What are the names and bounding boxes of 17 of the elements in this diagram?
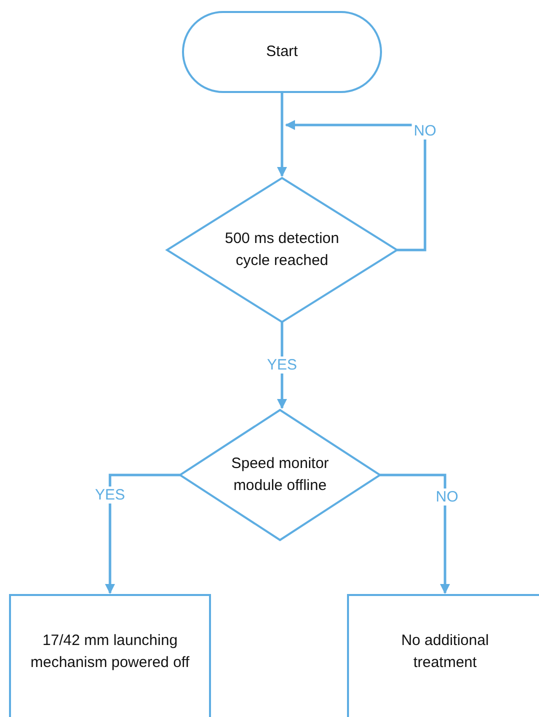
- process-box: [10, 595, 210, 717]
- edge-label: NO: [412, 122, 438, 140]
- arrow: [105, 474, 180, 594]
- arrow: [380, 474, 450, 594]
- process-box: [348, 595, 539, 717]
- node-text: No additional treatment: [400, 631, 490, 673]
- decision-diamond: [180, 410, 380, 540]
- node-text: 17/42 mm launching mechanism powered off: [30, 631, 190, 673]
- edge-label: NO: [434, 488, 460, 506]
- node-text: 500 ms detection cycle reached: [224, 229, 340, 271]
- node-text: Start: [265, 42, 299, 62]
- decision-diamond: [167, 178, 397, 322]
- arrow: [277, 92, 287, 177]
- node-text: Speed monitor module offline: [230, 454, 330, 496]
- arrow: [285, 120, 426, 252]
- edge-label: YES: [93, 486, 127, 504]
- edge-label: YES: [265, 356, 299, 374]
